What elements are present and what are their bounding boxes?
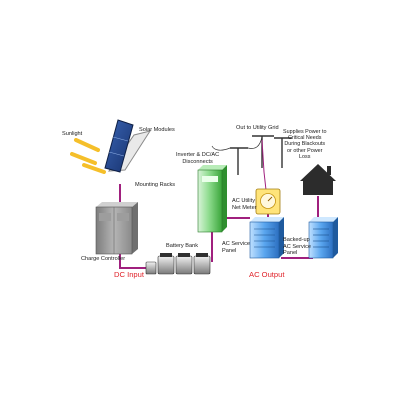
backed-up-panel-icon xyxy=(308,217,338,259)
ac-utility-meter-label: AC Utility Net Meter xyxy=(232,198,257,211)
inverter-icon xyxy=(197,165,227,233)
sunlight-label: Sunlight xyxy=(62,131,83,137)
battery-bank-label: Battery Bank xyxy=(166,243,199,249)
dc-input-label: DC Input xyxy=(114,270,144,279)
solar-modules-label: Solar Modules xyxy=(139,127,175,133)
battery-bank-icon xyxy=(145,253,211,275)
mounting-racks-label: Mounting Racks xyxy=(135,182,176,188)
backed-up-panel-label: Backed-up AC Service Panel xyxy=(283,237,311,257)
ac-service-panel-icon xyxy=(249,217,284,259)
out-to-grid-label: Out to Utility Grid xyxy=(236,125,279,131)
ac-service-panel-label: AC Service Panel xyxy=(222,241,250,254)
supplies-power-label: Supplies Power to Critical Needs During … xyxy=(283,129,327,160)
house-icon xyxy=(300,164,336,195)
charge-controller-label: Charge Controller xyxy=(81,256,126,262)
charge-controller-icon xyxy=(95,202,138,255)
utility-pole-icon xyxy=(211,135,292,191)
net-meter-icon xyxy=(255,188,281,215)
solar-modules-icon xyxy=(104,119,152,173)
sunlight-rays xyxy=(70,138,106,174)
wire-controller-to-bus xyxy=(119,254,146,269)
ac-output-label: AC Output xyxy=(249,270,285,279)
inverter-label: Inverter & DC/AC Disconnects xyxy=(176,152,220,165)
